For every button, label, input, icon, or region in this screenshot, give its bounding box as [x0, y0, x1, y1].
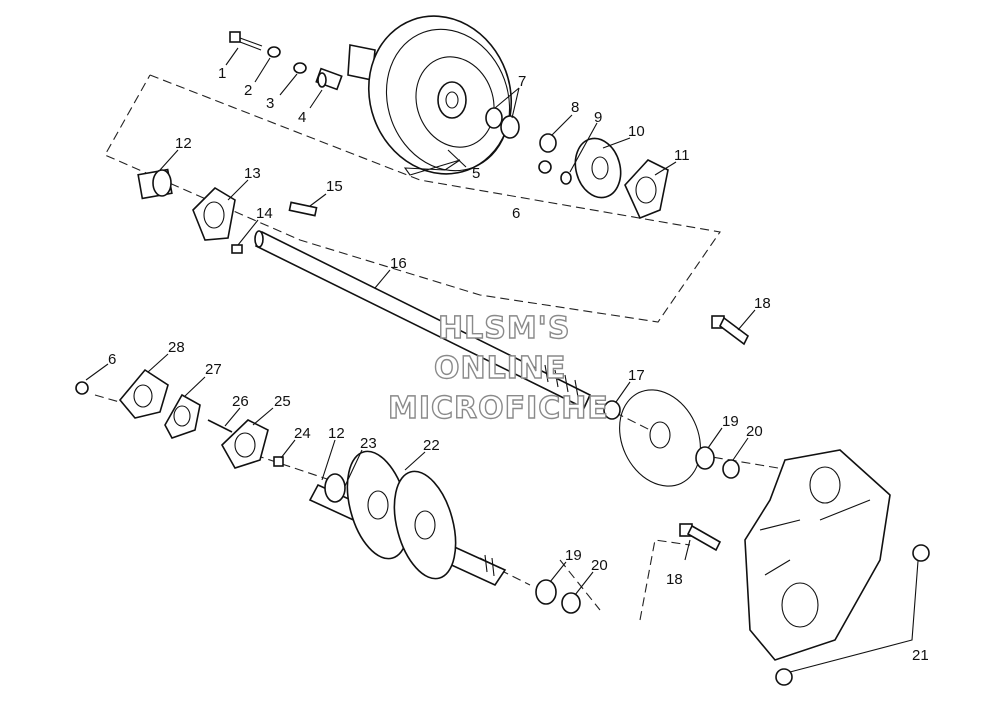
bolt-part-24: [273, 456, 284, 467]
callout-12-lower: 12: [328, 425, 345, 442]
bolt-part-18-upper: [711, 315, 750, 346]
flange-part-13: [192, 186, 236, 241]
flange-part-28: [118, 368, 169, 419]
callout-19-upper: 19: [722, 413, 739, 430]
callout-23: 23: [360, 435, 377, 452]
callout-5: 5: [472, 165, 480, 182]
callout-11: 11: [674, 147, 690, 164]
nut-part-6-upper: [538, 160, 552, 174]
chaincase-housing: [744, 449, 891, 661]
key-part-15: [288, 201, 318, 217]
gasket-part-27: [164, 393, 201, 439]
bolt-part-18-lower: [679, 523, 722, 552]
callout-12-upper: 12: [175, 135, 192, 152]
watermark-line-3: MICROFICHE: [388, 391, 609, 426]
lock-washer-part-3: [293, 62, 307, 74]
watermark-line-1: HLSM'S: [438, 311, 570, 346]
callout-24: 24: [294, 425, 311, 442]
pulley-part-5: [347, 15, 513, 176]
callout-6-lower: 6: [108, 351, 116, 368]
callout-25: 25: [274, 393, 291, 410]
callout-2: 2: [244, 82, 252, 99]
callout-19-lower: 19: [565, 547, 582, 564]
callout-labels: 1 2 3 4 5 6 7 8 9 10 11 12 13 14 15 16 1…: [108, 65, 929, 664]
callout-26: 26: [232, 393, 249, 410]
callout-3: 3: [266, 95, 274, 112]
ring-part-7a: [485, 107, 503, 129]
callout-9: 9: [594, 109, 602, 126]
nut-part-21-lower: [775, 668, 793, 686]
callout-22: 22: [423, 437, 440, 454]
callout-17: 17: [628, 367, 645, 384]
flange-part-25: [220, 419, 269, 469]
callout-18-lower: 18: [666, 571, 683, 588]
bearing-plate-part-10: [574, 137, 622, 199]
callout-16: 16: [390, 255, 407, 272]
nut-part-21-upper: [912, 544, 930, 562]
watermark: HLSM'S ONLINE MICROFICHE: [387, 310, 609, 426]
callout-6-upper: 6: [512, 205, 520, 222]
watermark-line-2: ONLINE: [434, 351, 567, 386]
shaft-part-16: [254, 230, 592, 410]
callout-20-lower: 20: [591, 557, 608, 574]
callout-8: 8: [571, 99, 579, 116]
plug-part-20-lower: [561, 592, 581, 614]
bolt-part-14: [231, 244, 243, 254]
ring-part-17: [603, 400, 621, 420]
bushing-part-4: [315, 67, 343, 91]
sprocket-disc: [619, 389, 701, 487]
flange-part-11: [624, 159, 669, 220]
callout-18-upper: 18: [754, 295, 771, 312]
bolt-part-1: [229, 31, 263, 51]
washer-part-2: [267, 46, 281, 58]
callout-14: 14: [256, 205, 273, 222]
callout-27: 27: [205, 361, 222, 378]
bearing-part-19-lower: [535, 579, 557, 605]
ring-part-7b: [500, 115, 520, 139]
callout-21: 21: [912, 647, 929, 664]
callout-28: 28: [168, 339, 185, 356]
callout-13: 13: [244, 165, 261, 182]
callout-7: 7: [518, 73, 526, 90]
nut-part-6-lower: [75, 381, 89, 395]
driven-clutch-part-22: [308, 450, 507, 587]
plug-part-20-upper: [722, 459, 740, 479]
callout-20-upper: 20: [746, 423, 763, 440]
bearing-part-23: [324, 473, 346, 503]
snap-ring-part-8: [539, 133, 557, 153]
callout-1: 1: [218, 65, 226, 82]
washer-part-9: [560, 171, 572, 185]
callout-4: 4: [298, 109, 306, 126]
bearing-part-19-upper: [695, 446, 715, 470]
callout-10: 10: [628, 123, 645, 140]
pin-part-26: [207, 419, 233, 433]
callout-15: 15: [326, 178, 343, 195]
bearing-part-12-upper: [137, 168, 173, 200]
callout-leader-lines: [85, 47, 919, 673]
